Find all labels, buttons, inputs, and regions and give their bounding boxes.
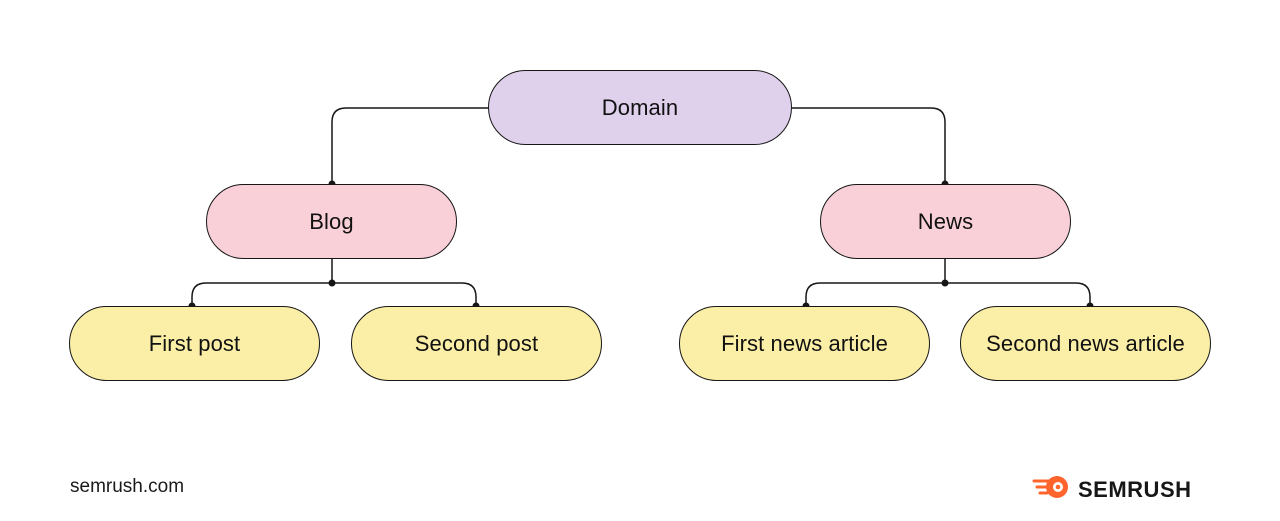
node-blog-label: Blog bbox=[309, 208, 354, 234]
junction-dot-blog-split bbox=[328, 279, 336, 287]
node-news-label: News bbox=[917, 208, 974, 234]
node-second-post-label: Second post bbox=[414, 330, 539, 356]
brand-wordmark: SEMRUSH bbox=[1078, 476, 1192, 502]
brand-logo: SEMRUSH bbox=[1032, 472, 1192, 507]
node-news: News bbox=[820, 184, 1071, 259]
connector-domain-blog bbox=[331, 107, 488, 184]
connector-news-children bbox=[805, 282, 1091, 306]
junction-dot-news-split bbox=[941, 279, 949, 287]
connector-blog-children bbox=[191, 282, 477, 306]
node-blog: Blog bbox=[206, 184, 457, 259]
node-first-news-article-label: First news article bbox=[721, 330, 888, 356]
node-second-news-article-label: Second news article bbox=[986, 330, 1185, 356]
node-first-news-article: First news article bbox=[679, 306, 930, 381]
node-first-post: First post bbox=[69, 306, 320, 381]
node-domain-label: Domain bbox=[601, 94, 679, 120]
node-domain: Domain bbox=[488, 70, 792, 145]
node-first-post-label: First post bbox=[148, 330, 241, 356]
node-second-post: Second post bbox=[351, 306, 602, 381]
connector-domain-news bbox=[792, 107, 946, 184]
semrush-fireball-icon bbox=[1032, 472, 1070, 507]
node-second-news-article: Second news article bbox=[960, 306, 1211, 381]
footer-url: semrush.com bbox=[70, 476, 185, 497]
